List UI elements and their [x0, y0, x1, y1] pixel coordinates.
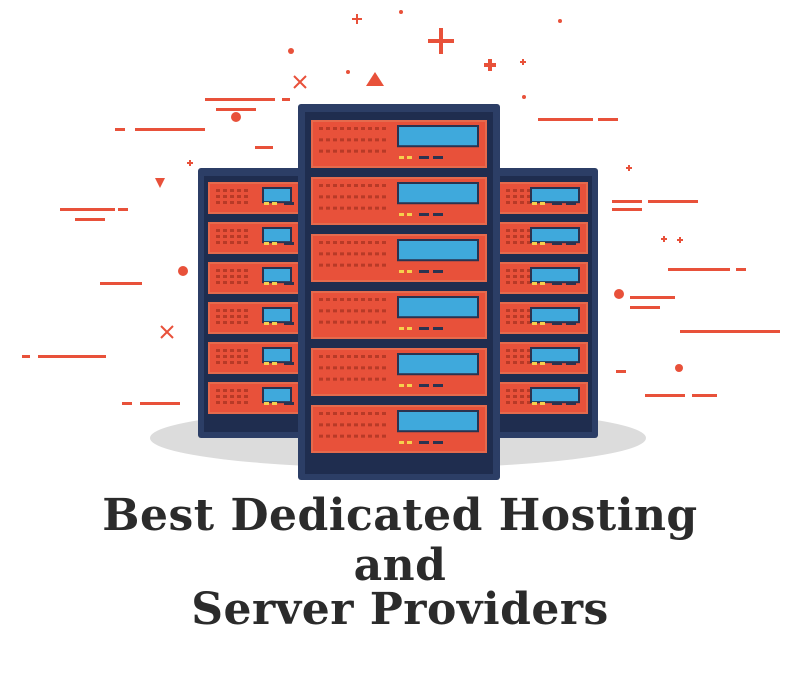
decor-dash — [115, 128, 125, 131]
decor-dash — [282, 98, 290, 101]
decor-dash — [122, 402, 132, 405]
triangle-icon — [155, 178, 165, 188]
server-unit — [208, 262, 308, 294]
decor-dash — [75, 218, 105, 221]
decor-dot — [522, 95, 526, 99]
decor-dash — [22, 355, 30, 358]
decor-dash — [668, 268, 730, 271]
server-unit — [208, 302, 308, 334]
decor-dot — [675, 364, 683, 372]
server-unit — [311, 120, 487, 168]
server-unit — [498, 182, 588, 214]
decor-dash — [680, 330, 780, 333]
right-server-rack — [494, 168, 598, 438]
decor-dot — [399, 10, 403, 14]
decor-dash — [538, 118, 593, 121]
server-unit — [311, 348, 487, 396]
server-unit — [498, 382, 588, 414]
decor-dash — [100, 282, 110, 285]
server-unit — [208, 342, 308, 374]
server-unit — [208, 182, 308, 214]
decor-dash — [135, 128, 205, 131]
decor-dash — [100, 282, 142, 285]
decor-dot — [288, 48, 294, 54]
decor-dash — [612, 200, 642, 203]
triangle-icon — [366, 72, 384, 86]
headline-line-2: and — [353, 540, 447, 591]
decor-dash — [630, 306, 660, 309]
server-unit — [311, 177, 487, 225]
server-unit — [311, 405, 487, 453]
decor-dash — [616, 370, 626, 373]
decor-dash — [736, 268, 746, 271]
server-unit — [498, 262, 588, 294]
decor-dash — [645, 394, 685, 397]
decor-dash — [265, 146, 273, 149]
cross-icon — [160, 325, 174, 339]
left-server-rack — [198, 168, 308, 438]
cross-icon — [293, 75, 307, 89]
server-rack-illustration — [22, 10, 780, 480]
decor-dot — [178, 266, 188, 276]
server-unit — [208, 222, 308, 254]
decor-dot — [346, 70, 350, 74]
decor-dash — [140, 402, 180, 405]
decor-dash — [38, 355, 106, 358]
decor-dot — [614, 289, 624, 299]
decor-dash — [692, 394, 717, 397]
server-unit — [498, 222, 588, 254]
center-server-rack — [298, 104, 500, 480]
server-unit — [498, 342, 588, 374]
decor-dash — [612, 208, 642, 211]
server-unit — [498, 302, 588, 334]
server-unit — [311, 234, 487, 282]
decorative-dashes — [22, 10, 780, 405]
decor-dash — [630, 296, 675, 299]
decor-dash — [60, 208, 115, 211]
headline-line-1: Best Dedicated Hosting — [102, 490, 698, 541]
decor-dash — [118, 208, 128, 211]
headline-line-3: Server Providers — [191, 584, 609, 635]
decor-dash — [255, 146, 265, 149]
server-unit — [208, 382, 308, 414]
decor-dash — [598, 118, 618, 121]
decor-dot — [231, 112, 241, 122]
decor-dash — [205, 98, 275, 101]
server-unit — [311, 291, 487, 339]
decor-dot — [558, 19, 562, 23]
decor-dash — [648, 200, 698, 203]
decor-dash — [216, 108, 256, 111]
